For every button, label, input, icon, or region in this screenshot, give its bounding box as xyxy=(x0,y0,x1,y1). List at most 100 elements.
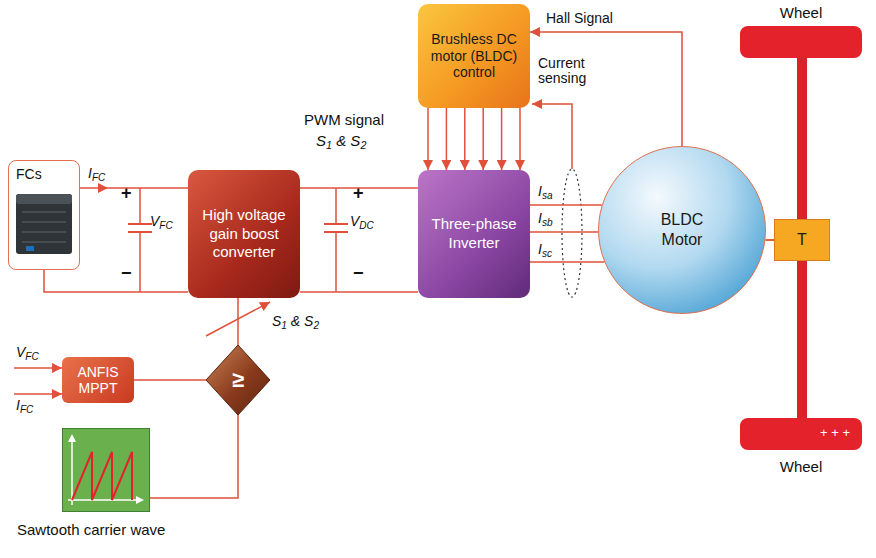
text-run: T xyxy=(797,231,807,248)
connector-path xyxy=(797,261,807,418)
text-run: ≥ xyxy=(232,367,244,392)
text-run: S xyxy=(316,132,326,149)
signal-name: PWM signal xyxy=(304,112,384,129)
connector-path xyxy=(797,58,807,219)
text-run: + + + xyxy=(820,425,850,440)
edge-label: Hall Signal xyxy=(546,11,613,26)
wheel-marks: + + + xyxy=(820,425,850,440)
text-run: Wheel xyxy=(780,4,823,21)
text-run: 2 xyxy=(360,139,366,151)
node-text: T xyxy=(797,231,807,249)
dc-link-capacitor xyxy=(324,188,348,292)
connector-path xyxy=(134,379,206,381)
fuel-cell-stack xyxy=(16,194,72,254)
connector-path xyxy=(482,108,484,170)
connector-path xyxy=(765,239,774,241)
current-sensor xyxy=(562,169,582,297)
connector-path xyxy=(80,187,188,189)
node-text: BLDC Motor xyxy=(647,210,717,250)
axle xyxy=(802,261,803,418)
text-run: ANFIS MPPT xyxy=(77,364,118,396)
polarity-sign: − xyxy=(121,264,132,284)
node-text: Wheel xyxy=(740,4,862,21)
signal-name: Isa xyxy=(538,184,553,201)
text-run: − xyxy=(353,263,364,283)
signal-name: S1 & S2 xyxy=(316,133,366,152)
sawtooth-box-fill xyxy=(62,428,150,512)
motor-circle: BLDC Motor xyxy=(598,146,766,314)
return-wire xyxy=(44,270,188,292)
current-sensing-line xyxy=(532,104,572,169)
text-run: High voltage gain boost converter xyxy=(202,206,285,261)
wheel: + + +Wheel xyxy=(740,418,862,450)
signal-name: IFC xyxy=(88,166,105,183)
text-run: I xyxy=(538,183,542,199)
carrier-line xyxy=(150,415,238,498)
signal-name: VDC xyxy=(350,214,374,231)
connector-path xyxy=(150,415,238,498)
fuel-cell-box: FCs xyxy=(8,160,80,270)
signal-name: Isc xyxy=(538,242,552,259)
text-run: FCs xyxy=(16,166,42,182)
mppt-box: ANFIS MPPT xyxy=(62,357,134,403)
text-run: − xyxy=(121,263,132,283)
connector-path xyxy=(501,108,503,170)
connector-path xyxy=(464,108,466,170)
text-run: Wheel xyxy=(780,458,823,475)
inverter-box: Three-phase Inverter xyxy=(418,170,530,298)
text-run: & S xyxy=(287,313,313,329)
text-run: S xyxy=(272,313,281,329)
text-run: BLDC Motor xyxy=(661,211,704,248)
current-input-line xyxy=(14,393,62,395)
node-text: Wheel xyxy=(740,458,862,475)
dc-link-return-wire xyxy=(300,291,418,293)
text-run: FC xyxy=(92,172,105,183)
signal-name: S1 & S2 xyxy=(272,314,319,331)
connector-path xyxy=(519,108,521,170)
polarity-sign: + xyxy=(121,184,132,204)
axle xyxy=(802,58,803,219)
text-run: I xyxy=(88,165,92,181)
text-run: V xyxy=(16,344,25,360)
diamond-shape xyxy=(206,345,270,415)
signal-name: Current sensing xyxy=(538,56,612,87)
text-run: Three-phase Inverter xyxy=(431,215,516,251)
text-run: V xyxy=(350,213,359,229)
text-run: sc xyxy=(542,248,552,259)
text-run: I xyxy=(538,210,542,226)
signal-name: Isb xyxy=(538,211,553,228)
signal-name: IFC xyxy=(16,398,33,415)
text-run: Brushless DC motor (BLDC) control xyxy=(431,31,517,81)
node-text: ANFIS MPPT xyxy=(66,364,130,396)
switching-signal-line xyxy=(238,298,239,345)
pwm-signal-arrows xyxy=(428,108,520,170)
sawtooth-plot xyxy=(68,434,144,505)
node-text: High voltage gain boost converter xyxy=(196,206,292,262)
node-text: Sawtooth carrier wave xyxy=(17,521,165,538)
text-run: 2 xyxy=(313,320,319,331)
text-run: FC xyxy=(159,220,172,231)
polarity-sign: − xyxy=(353,264,364,284)
connector-path xyxy=(530,204,602,206)
dc-wire xyxy=(80,188,188,189)
phase-wires xyxy=(530,205,604,262)
text-run: FC xyxy=(20,404,33,415)
reference-line xyxy=(134,380,206,381)
motor-control-box: Brushless DC motor (BLDC) control xyxy=(418,4,530,108)
polarity-sign: + xyxy=(353,184,364,204)
text-run: Sawtooth carrier wave xyxy=(17,521,165,538)
motor-shaft xyxy=(765,240,774,241)
text-run: + xyxy=(353,183,364,203)
node-text: FCs xyxy=(16,166,42,182)
text-run: DC xyxy=(359,220,374,231)
sawtooth-box: Sawtooth carrier wave xyxy=(62,428,150,512)
node-text: Three-phase Inverter xyxy=(426,215,522,253)
text-run: sb xyxy=(542,217,553,228)
text-run: & S xyxy=(332,132,360,149)
node-text: ≥ xyxy=(232,367,244,393)
connector-path xyxy=(427,108,429,170)
wheel: Wheel xyxy=(740,26,862,58)
text-run: PWM signal xyxy=(304,111,384,128)
connector-path xyxy=(530,32,682,146)
